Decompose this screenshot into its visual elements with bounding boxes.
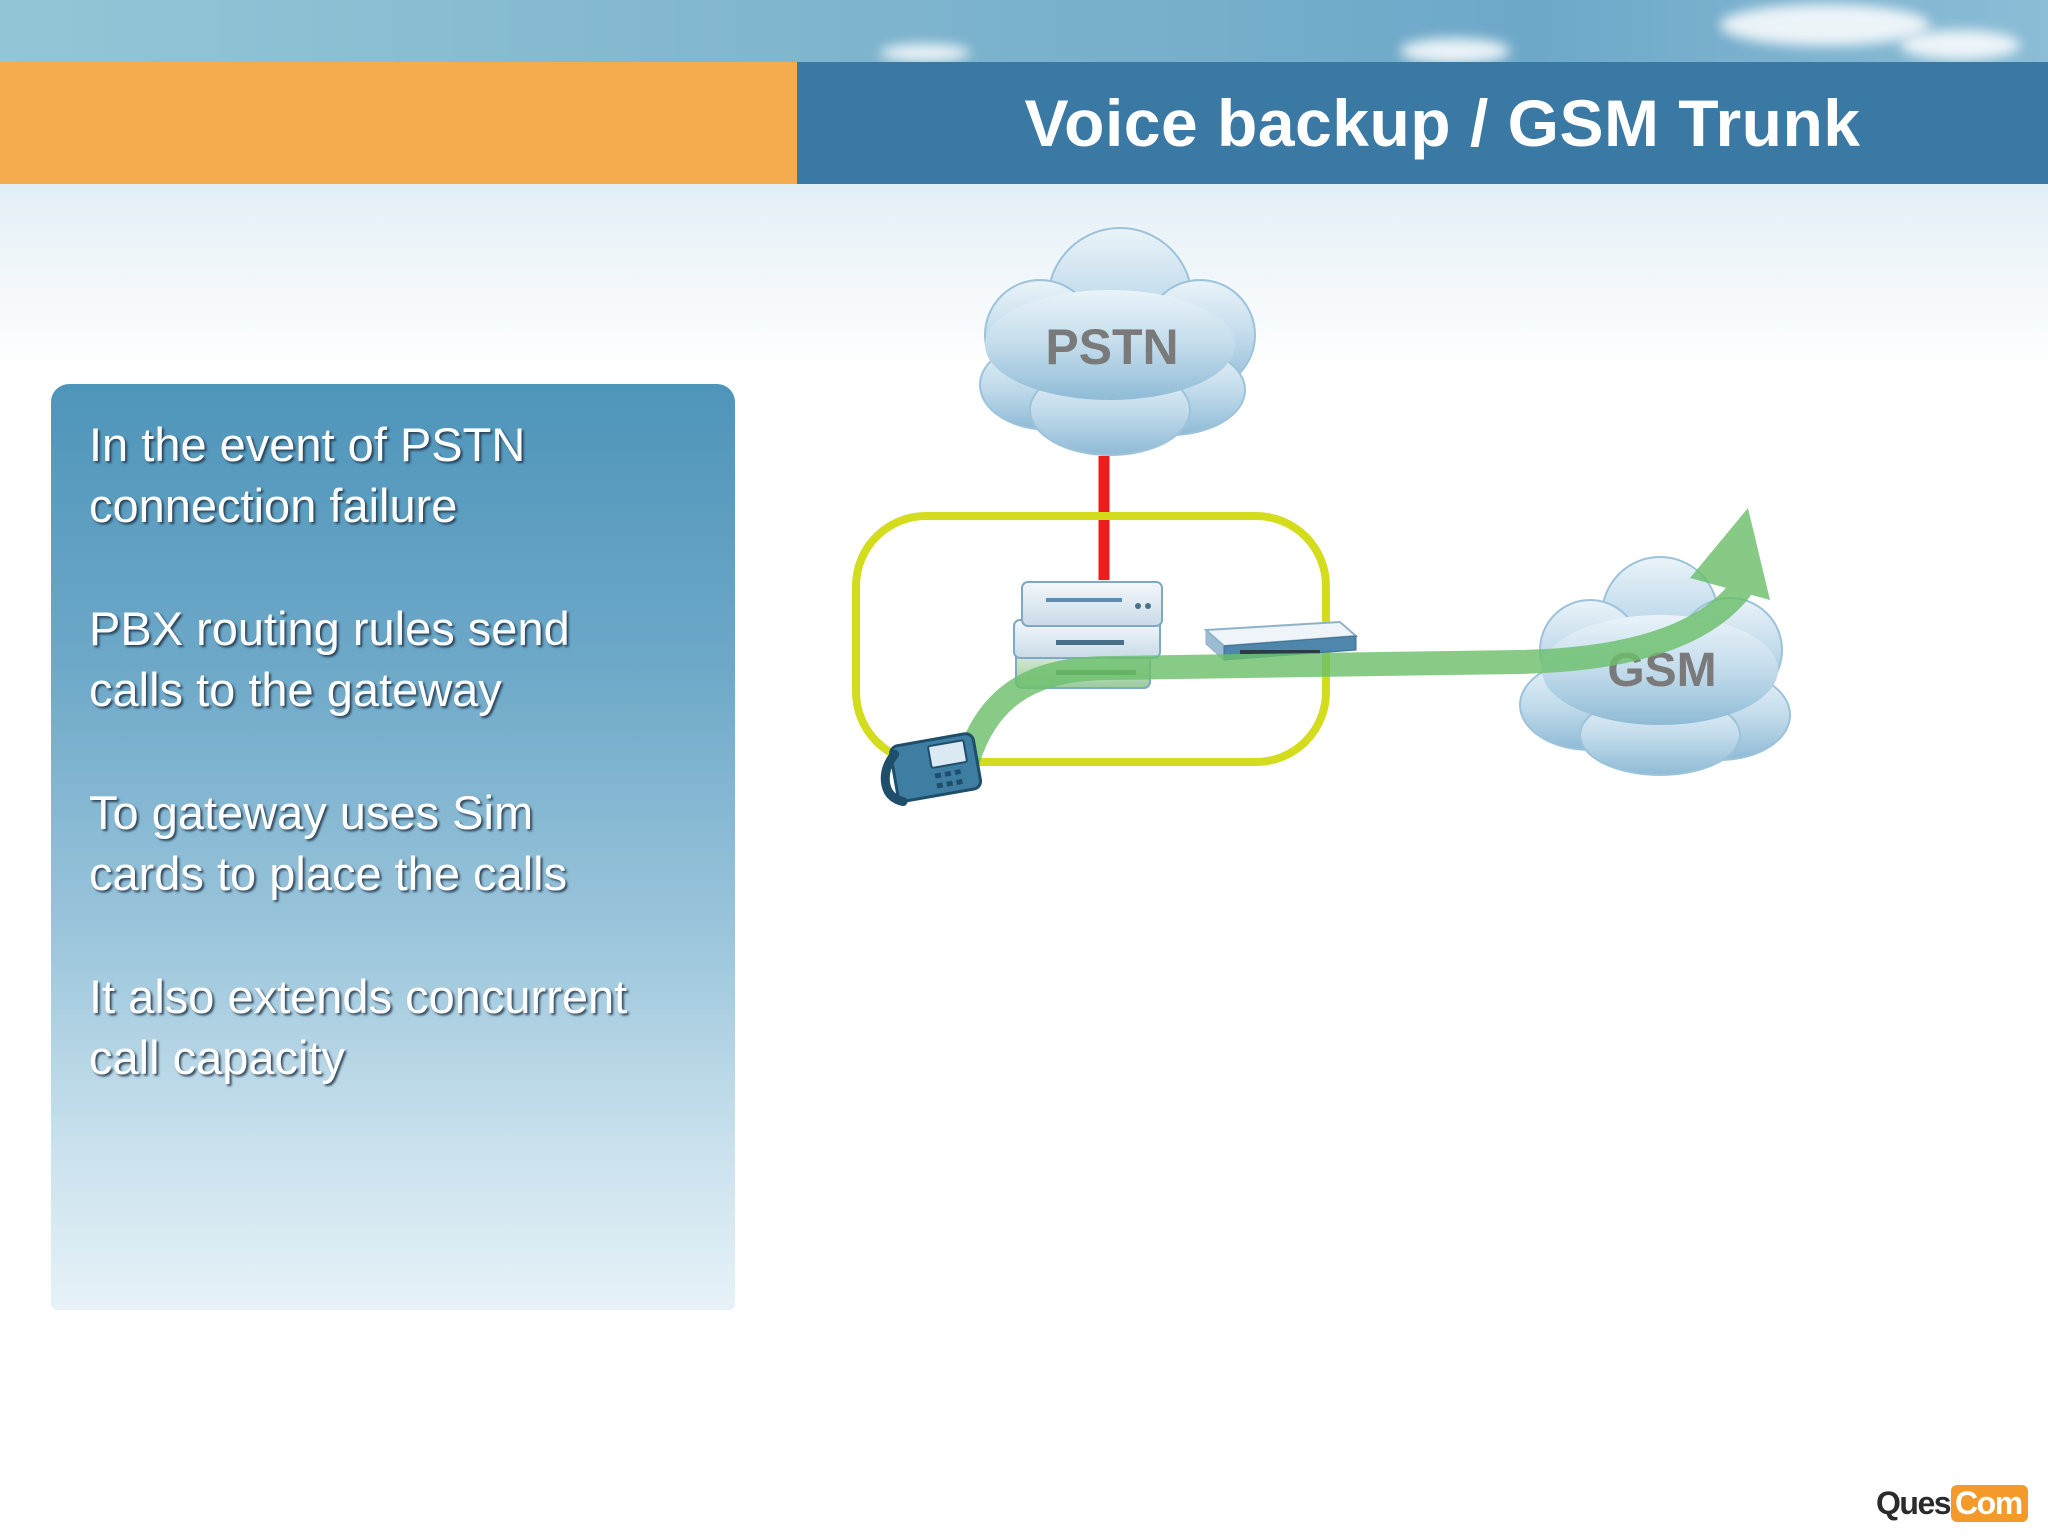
questcom-logo: Ques Com xyxy=(1876,1484,2028,1522)
bullet-call-capacity: It also extends concurrent call capacity xyxy=(89,970,628,1084)
ip-phone-icon xyxy=(880,732,983,807)
title-bar: Voice backup / GSM Trunk xyxy=(797,62,2048,184)
bullet-panel: In the event of PSTN connection failure … xyxy=(51,384,735,1310)
pstn-cloud: PSTN xyxy=(979,227,1256,456)
logo-part1: Ques xyxy=(1876,1484,1952,1521)
logo-part2: Com xyxy=(1951,1484,2028,1522)
pstn-label: PSTN xyxy=(1045,319,1178,375)
slide-title: Voice backup / GSM Trunk xyxy=(1024,86,1861,160)
call-path-arrow xyxy=(956,508,1770,772)
bullet-sim-cards: To gateway uses Sim cards to place the c… xyxy=(89,786,568,900)
bullet-pstn-failure: In the event of PSTN connection failure xyxy=(89,418,526,532)
sky-banner xyxy=(0,0,2048,64)
header-accent-bar xyxy=(0,62,797,184)
bullet-routing-rules: PBX routing rules send calls to the gate… xyxy=(89,602,570,716)
